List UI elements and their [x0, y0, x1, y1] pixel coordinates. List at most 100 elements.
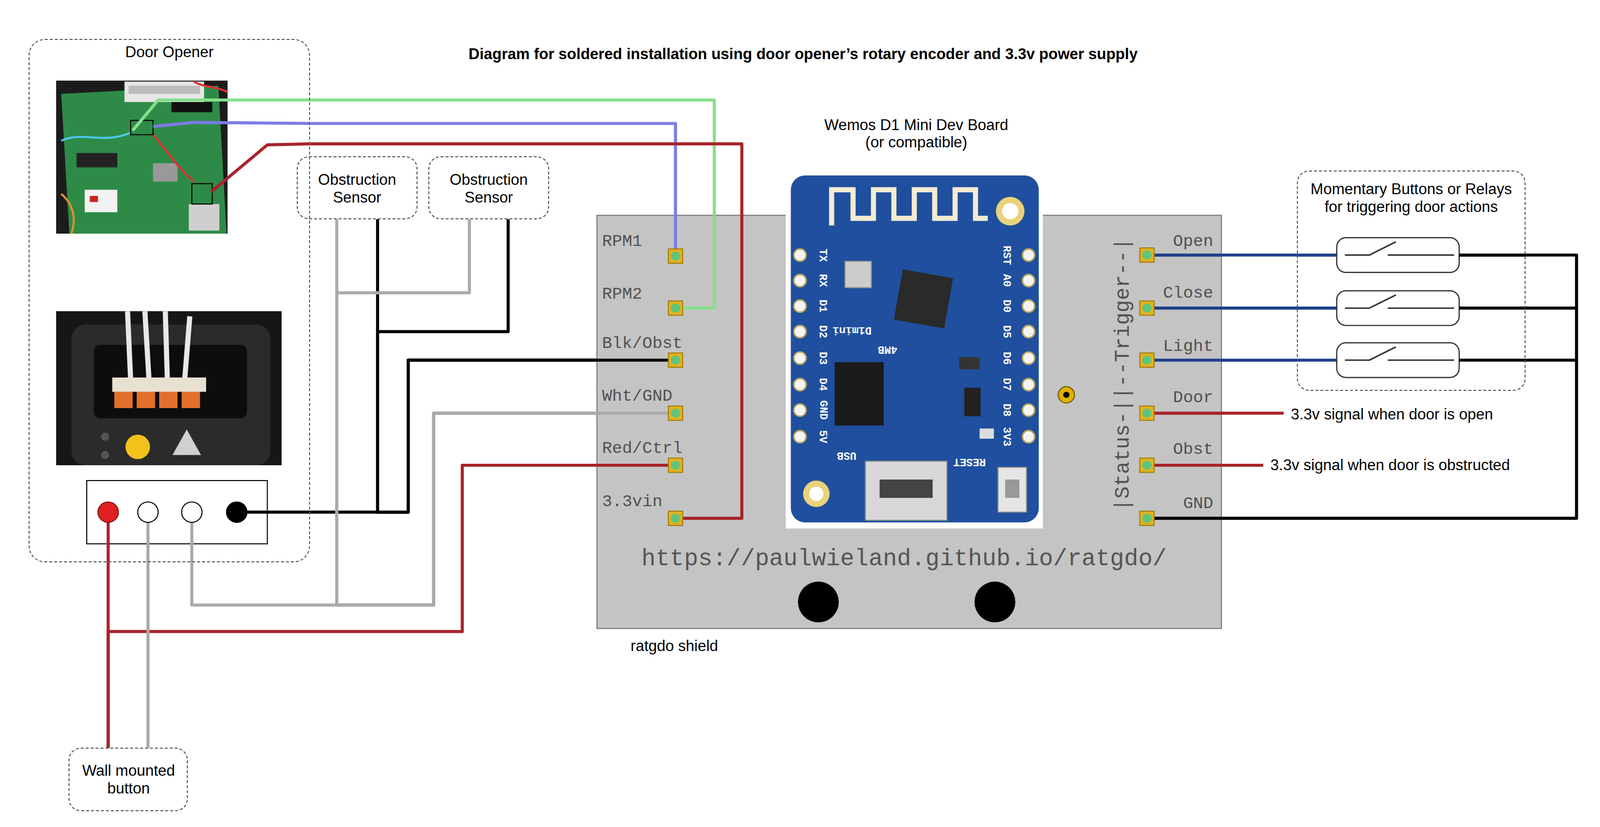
opener-board-photo — [193, 81, 228, 93]
group-label: |Status-||--Trigger--| — [1112, 237, 1135, 512]
sensor-box: Obstruction Sensor — [296, 156, 418, 220]
wemos-photo — [794, 248, 807, 262]
opener-terminal-photo — [127, 311, 190, 380]
relay-switches — [1344, 347, 1455, 361]
silkscreen-label: D8 — [1000, 403, 1012, 417]
wemos-photo — [794, 274, 807, 287]
opener-board-photo — [153, 134, 195, 182]
opener-terminal-photo — [114, 391, 133, 409]
opener-terminal-photo — [71, 324, 271, 466]
relay-switches — [1459, 255, 1526, 361]
relay-switches — [1344, 294, 1455, 309]
terminal-strip — [107, 522, 148, 563]
door-opener-box: Door Opener — [28, 38, 311, 563]
node-subtext: ratgdo shield — [630, 637, 719, 656]
wire — [1221, 358, 1297, 362]
opener-board-photo — [89, 195, 99, 202]
shield-pads — [668, 248, 683, 264]
terminal-strip — [226, 502, 247, 523]
wemos-photo — [1022, 274, 1035, 287]
opener-board-photo — [153, 163, 178, 182]
terminal-strip — [106, 522, 110, 563]
wemos-photo — [894, 269, 954, 329]
node-text: Door Opener — [125, 43, 214, 62]
wemos-photo — [1022, 300, 1035, 313]
pin-label: Blk/Obst — [601, 335, 683, 353]
diagram-title: Diagram for soldered installation using … — [468, 45, 1138, 64]
relay-switches — [1336, 290, 1460, 326]
wemos-photo — [1022, 378, 1035, 391]
wire — [336, 219, 597, 606]
shield-board — [974, 581, 1016, 623]
signal-note: 3.3v signal when door is obstructed — [1270, 456, 1510, 475]
silkscreen-label: GND — [817, 400, 829, 420]
silkscreen-label: RST — [1000, 245, 1012, 266]
wire — [106, 562, 110, 749]
node-text: Wall mounted button — [73, 762, 184, 798]
shield-pads — [668, 301, 683, 316]
opener-wire-stubs — [153, 122, 311, 127]
opener-wire-stubs — [132, 100, 311, 131]
wemos-photo — [1022, 351, 1035, 365]
shield-wire-stubs — [673, 215, 677, 249]
silkscreen-label: D5 — [1000, 325, 1012, 339]
terminal-strip — [86, 480, 311, 563]
opener-board-photo — [191, 183, 212, 205]
opener-terminal-photo — [112, 377, 207, 392]
shield-wire-stubs — [1153, 413, 1284, 466]
wemos-photo — [790, 175, 1039, 523]
shield-pads — [1139, 406, 1154, 421]
terminal-strip — [137, 502, 158, 523]
opener-wire-stubs — [211, 143, 311, 192]
relay-switches — [1525, 308, 1577, 361]
silkscreen-label: D4 — [817, 378, 829, 391]
opener-terminal-photo — [56, 311, 282, 466]
wemos-photo — [785, 166, 1044, 529]
opener-terminal-photo — [56, 311, 282, 466]
wire — [377, 219, 597, 513]
wire — [146, 562, 150, 749]
shield-wire-stubs — [596, 411, 669, 415]
shield-wire-stubs — [596, 463, 669, 467]
shield-wire-stubs — [1153, 255, 1222, 361]
wemos-photo — [844, 261, 872, 288]
silkscreen-label: D1mini — [832, 324, 872, 336]
opener-terminal-photo — [101, 432, 110, 442]
sensor-box: Obstruction Sensor — [428, 156, 549, 220]
opener-board-photo — [61, 85, 227, 234]
shield-wire-stubs — [682, 215, 715, 309]
wemos-photo — [794, 325, 807, 338]
wemos-photo — [1022, 248, 1035, 262]
wemos-photo — [998, 467, 1027, 513]
wemos-photo — [959, 357, 980, 370]
opener-terminal-photo — [125, 434, 151, 460]
wire — [1221, 306, 1297, 310]
pin-label: Close — [1162, 284, 1214, 303]
silkscreen-label: RESET — [953, 455, 986, 467]
pin-label: Light — [1162, 338, 1214, 356]
wemos-photo — [865, 461, 947, 521]
opener-board-photo — [61, 132, 131, 141]
relay-switches — [1344, 242, 1455, 256]
pin-label: Obst — [1173, 441, 1214, 459]
terminal-strip — [246, 510, 311, 514]
shield-board — [1058, 386, 1075, 404]
silkscreen-label: D3 — [817, 351, 829, 365]
pin-label: Door — [1173, 389, 1214, 408]
wire — [107, 465, 597, 748]
terminal-strip — [147, 522, 192, 563]
shield-pads — [668, 352, 683, 368]
shield-pads — [1139, 457, 1154, 473]
silkscreen-label: RX — [817, 274, 829, 287]
opener-board-photo — [84, 189, 118, 213]
opener-board-photo — [76, 153, 118, 168]
opener-terminal-photo — [181, 391, 200, 409]
terminal-strip — [181, 502, 202, 523]
shield-pads — [1139, 511, 1154, 526]
wemos-photo — [1022, 325, 1035, 338]
wemos-photo — [831, 189, 988, 226]
wemos-photo — [964, 387, 981, 417]
relay-group-box: Momentary Buttons or Relays for triggeri… — [1296, 170, 1526, 391]
opener-wire-stubs — [132, 100, 311, 192]
